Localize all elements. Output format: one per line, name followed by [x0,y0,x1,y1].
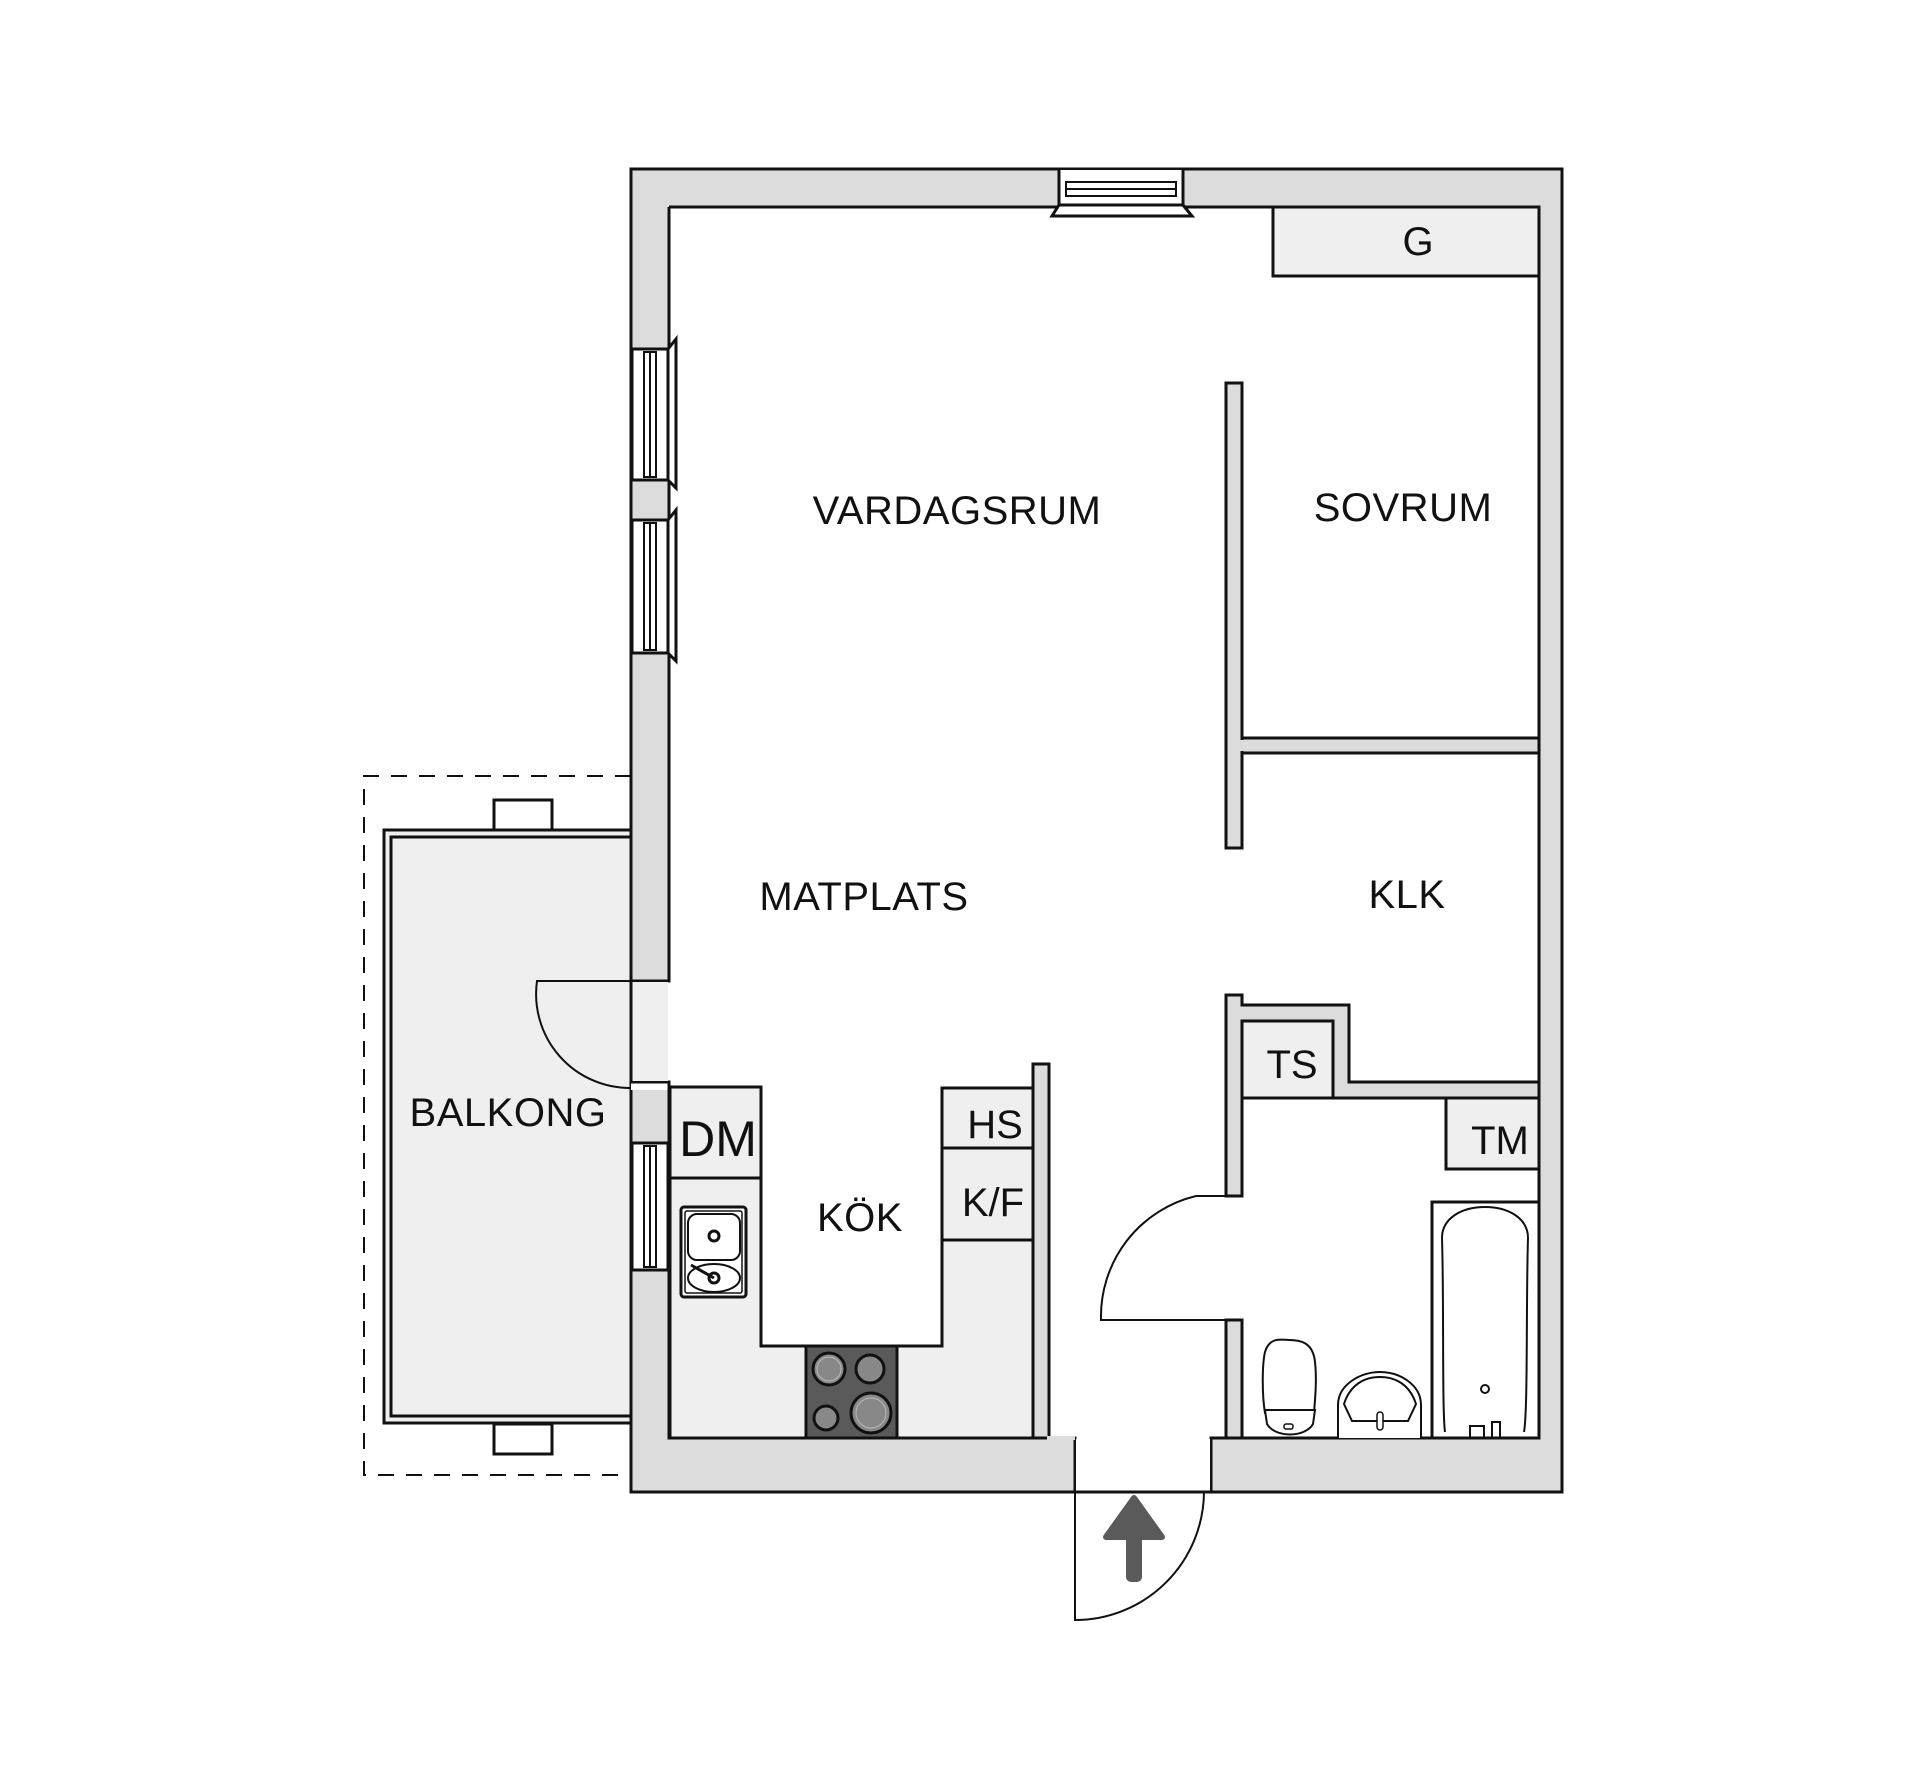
balcony [363,775,635,1476]
washbasin-icon [1337,1370,1422,1438]
fixture-label-ts: TS [1266,1043,1317,1087]
room-label-klk: KLK [1368,873,1445,917]
window-top [1049,169,1196,218]
kitchen-sink-icon [679,1205,748,1299]
tm-fixture [1444,1096,1541,1171]
balcony-door-swing [535,980,632,1090]
exterior-walls [629,167,1564,1494]
fixture-label-tm: TM [1471,1119,1529,1163]
room-label-matplats: MATPLATS [759,875,968,919]
bathtub-icon [1430,1200,1541,1440]
room-label-balkong: BALKONG [410,1091,607,1135]
wardrobe-g [1271,205,1541,278]
room-label-vardagsrum: VARDAGSRUM [813,489,1102,533]
room-label-sovrum: SOVRUM [1314,486,1493,530]
room-label-kok: KÖK [817,1196,903,1240]
window-left-1 [630,334,678,492]
ts-fixture [1240,1019,1335,1100]
bathroom-door-swing [1099,1195,1226,1321]
fixture-label-kf: K/F [962,1181,1024,1225]
fixture-label-hs: HS [967,1103,1023,1147]
entrance-arrow-icon [1103,1495,1165,1582]
window-left-2 [630,505,678,665]
fixture-label-g: G [1402,220,1433,264]
fixture-label-dm: DM [679,1111,757,1167]
entrance-door-swing [1074,1491,1205,1622]
stove-icon [804,1344,899,1440]
toilet-icon [1261,1338,1317,1436]
